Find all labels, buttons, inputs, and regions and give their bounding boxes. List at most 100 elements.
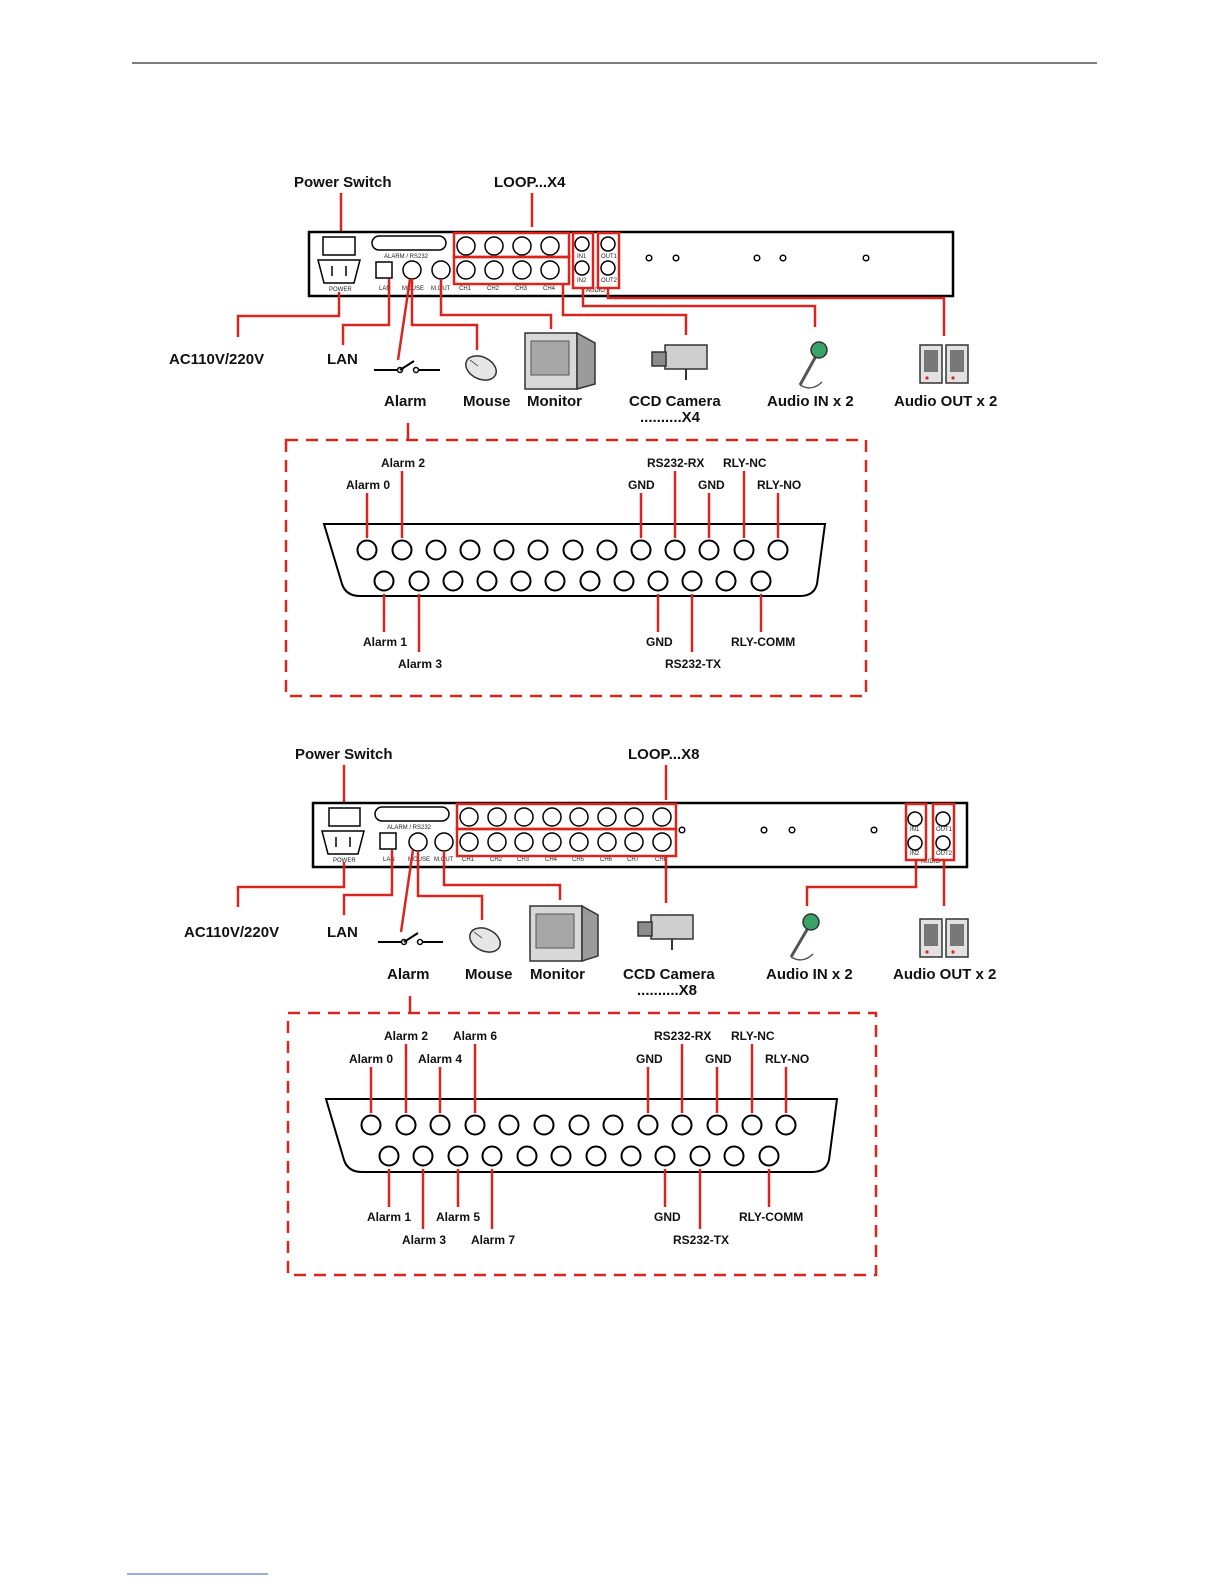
svg-text:ALARM / RS232: ALARM / RS232	[387, 825, 432, 831]
pin-label: RLY-NO	[765, 1052, 809, 1066]
svg-text:POWER: POWER	[333, 858, 356, 864]
svg-text:CH8: CH8	[655, 857, 668, 863]
diagram-8ch: Power Switch LOOP...X8 POWER ALARM / RS2…	[184, 746, 996, 1277]
svg-text:LAN: LAN	[379, 286, 391, 292]
pin-label: Alarm 0	[349, 1052, 393, 1066]
db25-port	[374, 806, 450, 822]
svg-text:CH4: CH4	[545, 857, 558, 863]
pin-label: GND	[705, 1052, 732, 1066]
power-socket	[317, 259, 361, 284]
rear-panel: POWER ALARM / RS232 LAN MOUSE M.OUT CH1 …	[311, 801, 969, 869]
svg-text:IN2: IN2	[577, 278, 587, 284]
microphone-icon	[789, 913, 820, 961]
db25-pins	[360, 1114, 797, 1167]
pin-label: Alarm 2	[384, 1029, 428, 1043]
pin-label: RS232-RX	[647, 456, 704, 470]
camera-icon	[637, 914, 694, 950]
monitor-out-port	[434, 832, 454, 852]
svg-text:ALARM / RS232: ALARM / RS232	[384, 254, 429, 260]
svg-text:OUT1: OUT1	[601, 254, 618, 260]
db25-pinout-box	[284, 438, 868, 698]
pin-label: Alarm 0	[346, 478, 390, 492]
svg-text:OUT2: OUT2	[936, 851, 953, 857]
camera-count-label: ..........X4	[640, 409, 701, 426]
monitor-label: Monitor	[530, 966, 585, 983]
power-socket	[321, 830, 365, 855]
db25-pinout-box	[286, 1011, 878, 1277]
pin-label: RS232-TX	[673, 1233, 729, 1247]
svg-text:OUT1: OUT1	[936, 827, 953, 833]
svg-text:CH5: CH5	[572, 857, 585, 863]
monitor-label: Monitor	[527, 393, 582, 410]
diagram-4ch: Power Switch LOOP...X4 POWER ALARM / RS2…	[169, 174, 997, 698]
pin-label: GND	[628, 478, 655, 492]
mouse-icon	[465, 355, 497, 381]
pin-label: Alarm 2	[381, 456, 425, 470]
pin-label: RLY-COMM	[739, 1210, 803, 1224]
mouse-icon	[469, 927, 501, 953]
mouse-port	[402, 260, 422, 280]
camera-icon	[651, 344, 708, 380]
speakers-icon	[919, 918, 969, 958]
pin-label: GND	[654, 1210, 681, 1224]
power-switch-label: Power Switch	[294, 174, 392, 191]
microphone-icon	[798, 341, 828, 389]
alarm-label: Alarm	[387, 966, 430, 983]
alarm-switch-icon	[374, 360, 440, 374]
pin-label: Alarm 1	[367, 1210, 411, 1224]
svg-text:CH4: CH4	[543, 286, 556, 292]
loop-label: LOOP...X4	[494, 174, 566, 191]
pin-label: RLY-NO	[757, 478, 801, 492]
lan-label: LAN	[327, 351, 358, 368]
audio-out-label: Audio OUT x 2	[894, 393, 997, 410]
svg-text:CH1: CH1	[459, 286, 472, 292]
svg-text:CH3: CH3	[517, 857, 530, 863]
svg-text:IN1: IN1	[577, 254, 587, 260]
pin-label: GND	[646, 635, 673, 649]
db25-port	[371, 235, 447, 251]
power-switch	[328, 807, 361, 827]
mouse-label: Mouse	[465, 966, 513, 983]
power-switch-label: Power Switch	[295, 746, 393, 763]
svg-text:CH7: CH7	[627, 857, 640, 863]
ac-power-label: AC110V/220V	[169, 351, 264, 368]
svg-text:CH6: CH6	[600, 857, 613, 863]
svg-text:IN2: IN2	[910, 851, 920, 857]
svg-text:AUDIO: AUDIO	[586, 288, 605, 294]
monitor-icon	[524, 331, 596, 390]
pin-label: Alarm 1	[363, 635, 407, 649]
alarm-switch-icon	[378, 932, 443, 946]
lan-port	[379, 832, 397, 850]
audio-in-label: Audio IN x 2	[767, 393, 854, 410]
svg-text:CH3: CH3	[515, 286, 528, 292]
svg-text:CH2: CH2	[490, 857, 503, 863]
pin-label: RLY-NC	[723, 456, 767, 470]
svg-text:CH2: CH2	[487, 286, 500, 292]
svg-text:AUDIO: AUDIO	[921, 859, 940, 865]
pin-label: Alarm 5	[436, 1210, 480, 1224]
camera-label: CCD Camera	[623, 966, 715, 983]
svg-text:CH1: CH1	[462, 857, 475, 863]
camera-label: CCD Camera	[629, 393, 721, 410]
lan-label: LAN	[327, 924, 358, 941]
camera-count-label: ..........X8	[637, 982, 697, 999]
svg-text:OUT2: OUT2	[601, 278, 618, 284]
ac-power-label: AC110V/220V	[184, 924, 279, 941]
mouse-port	[408, 832, 428, 852]
monitor-icon	[529, 904, 599, 963]
rear-panel: POWER ALARM / RS232 LAN MOUSE M.OUT CH1 …	[307, 230, 955, 298]
db25-pins	[356, 539, 789, 592]
monitor-out-port	[431, 260, 451, 280]
svg-text:IN1: IN1	[910, 827, 920, 833]
pin-label: RLY-NC	[731, 1029, 775, 1043]
mouse-label: Mouse	[463, 393, 511, 410]
svg-text:POWER: POWER	[329, 287, 352, 293]
svg-text:LAN: LAN	[383, 857, 395, 863]
audio-in-label: Audio IN x 2	[766, 966, 853, 983]
alarm-label: Alarm	[384, 393, 427, 410]
pin-label: RLY-COMM	[731, 635, 795, 649]
speakers-icon	[919, 344, 969, 384]
loop-label: LOOP...X8	[628, 746, 699, 763]
pin-label: Alarm 4	[418, 1052, 462, 1066]
